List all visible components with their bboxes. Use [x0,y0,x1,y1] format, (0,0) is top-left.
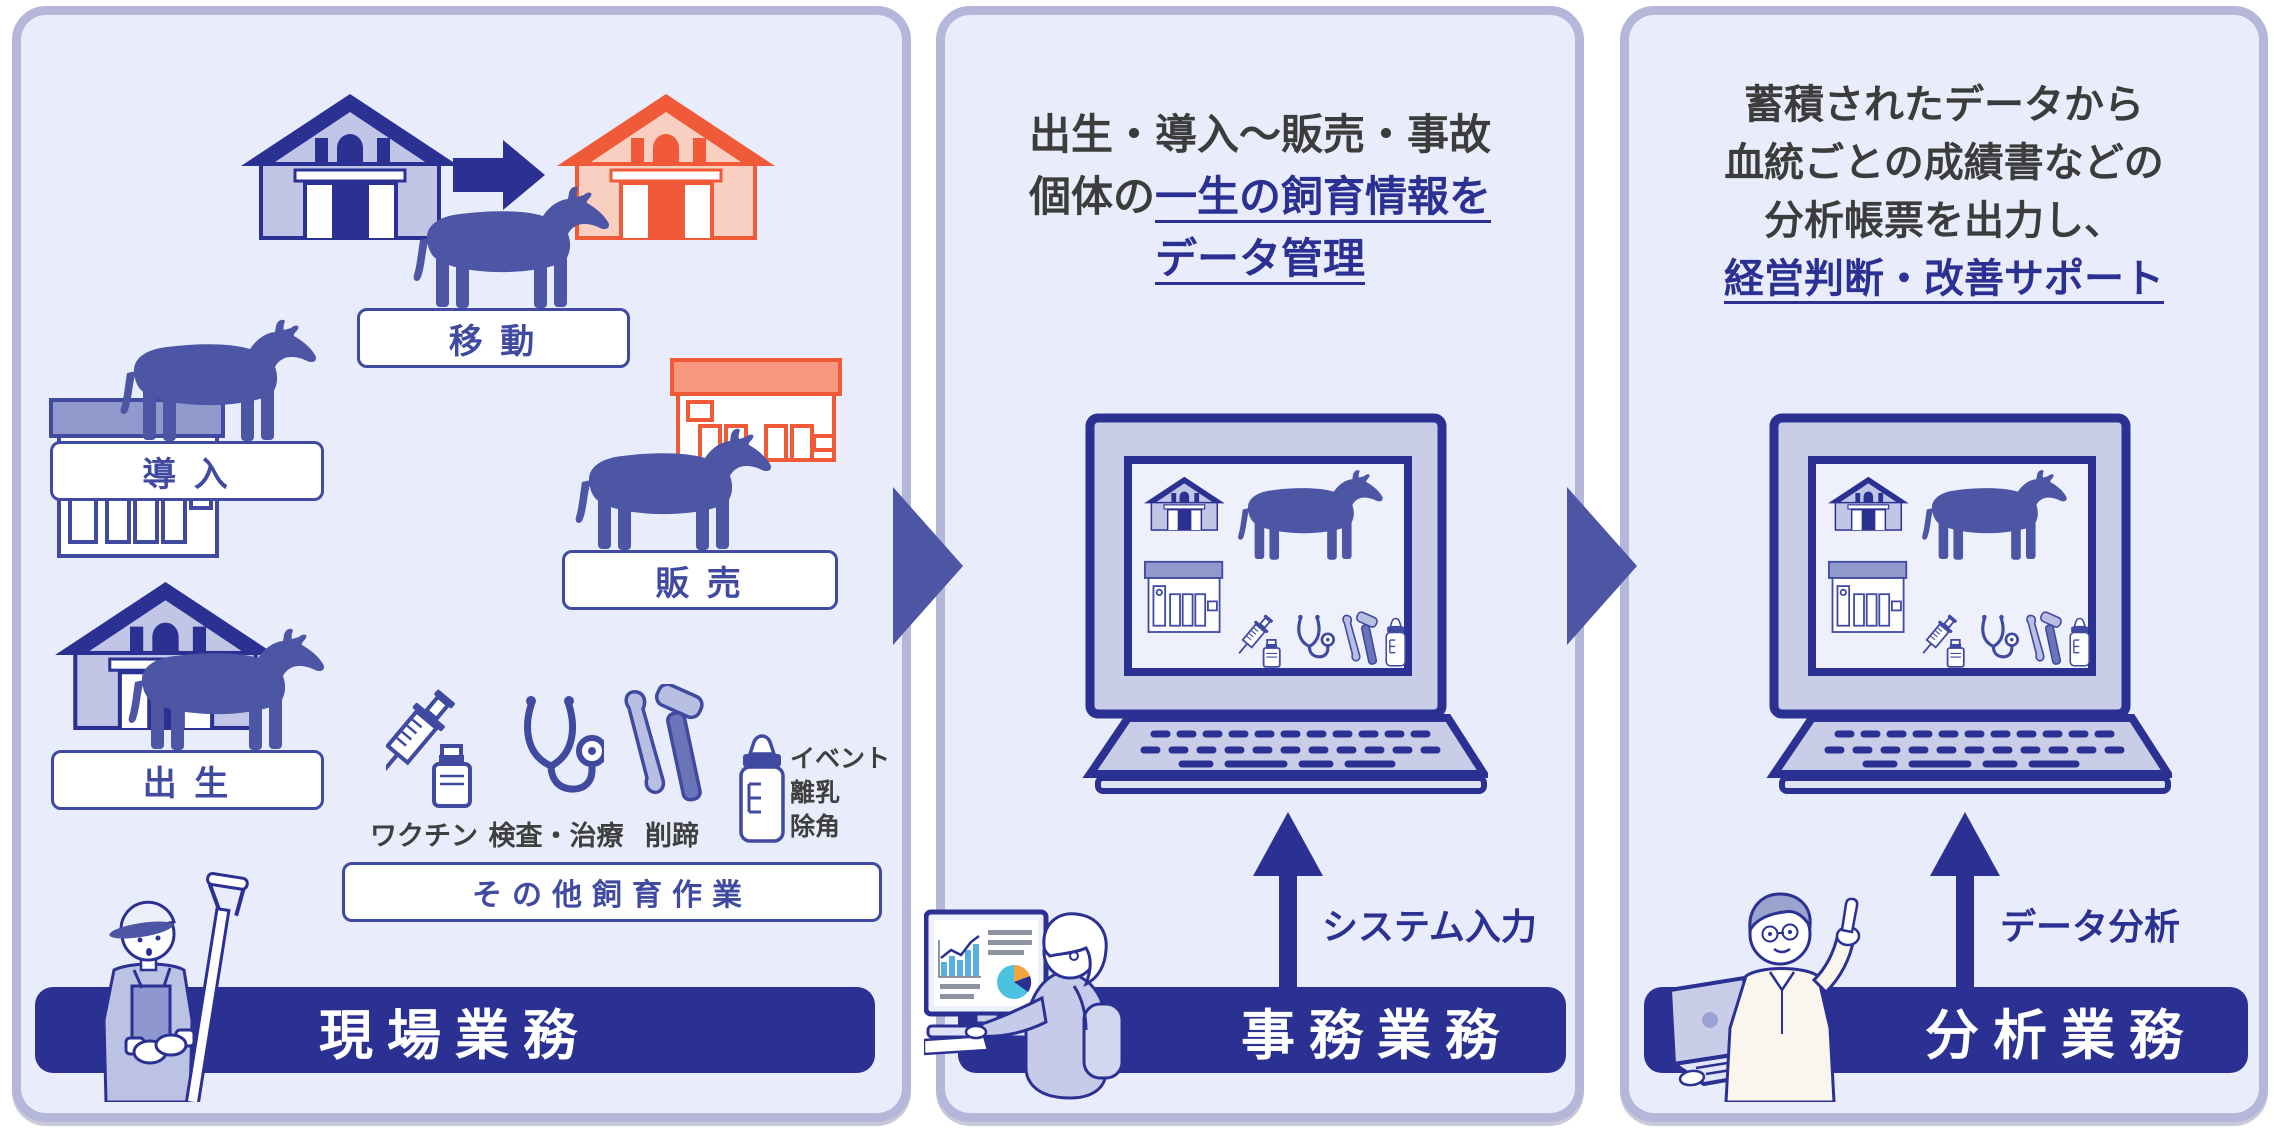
stethoscope-icon [508,694,604,806]
arrow-label-system-input: システム入力 [1322,906,1537,947]
office-line3: データ管理 [960,228,1560,290]
laptop-analysis-icon [1716,412,2172,804]
label-birth-text: 出 生 [142,764,233,803]
cow-intro-icon [120,319,317,441]
hoof-trimming-tools-icon [624,684,707,803]
office-line2-plain: 個体の [1028,173,1155,220]
analysis-description: 蓄積されたデータから 血統ごとの成績書などの 分析帳票を出力し、 経営判断・改善… [1644,76,2244,308]
vaccine-syringe-icon [386,684,472,808]
up-arrow-icon-analysis [1930,812,2000,990]
analysis-line4-link[interactable]: 経営判断・改善サポート [1724,257,2164,301]
arrow-label-data-analysis: データ分析 [2000,906,2181,947]
caption-dehorning: 除角 [790,813,841,841]
flow-arrow-right-icon-2 [1567,487,1637,645]
analysis-line4: 経営判断・改善サポート [1644,250,2244,308]
caption-exam-treatment: 検査・治療 [488,821,624,851]
office-description: 出生・導入〜販売・事故 個体の一生の飼育情報を データ管理 [960,104,1560,290]
label-other-work-text: その他飼育作業 [472,879,752,912]
label-other-work: その他飼育作業 [342,862,882,922]
banner-office-work-text: 事務業務 [1241,1005,1513,1066]
cow-move-icon [413,186,610,308]
label-intro: 導 入 [50,441,324,501]
label-move-text: 移 動 [448,322,539,361]
analysis-line2: 血統ごとの成績書などの [1724,141,2164,185]
office-line3-link[interactable]: データ管理 [1154,235,1365,282]
label-sale: 販 売 [562,550,838,610]
laptop-system-icon [1032,412,1488,804]
caption-hoof-trimming: 削蹄 [645,821,699,851]
label-birth: 出 生 [51,750,324,810]
cow-birth-icon [128,628,325,750]
caption-vaccine: ワクチン [370,821,478,851]
analysis-line1: 蓄積されたデータから [1744,83,2144,127]
caption-event-title: イベント [790,745,891,773]
office-line2-link[interactable]: 一生の飼育情報を [1155,173,1492,220]
up-arrow-icon-office [1253,812,1323,990]
analysis-line3: 分析帳票を出力し、 [1764,199,2124,243]
office-worker-illustration [924,909,1124,1100]
caption-weaning: 離乳 [790,779,841,807]
cow-sale-icon [575,428,772,550]
label-move: 移 動 [357,308,630,368]
banner-field-work-text: 現場業務 [319,1005,591,1066]
analyst-illustration [1667,892,1861,1102]
move-arrow-icon [453,140,545,210]
caption-events: イベント 離乳 除角 [790,742,900,844]
banner-analysis-work-text: 分析業務 [1925,1005,2197,1066]
farmer-illustration [102,872,249,1102]
label-intro-text: 導 入 [142,455,232,494]
baby-bottle-icon [739,734,785,843]
office-line1: 出生・導入〜販売・事故 [1028,111,1491,158]
flow-arrow-right-icon-1 [893,487,963,645]
office-line2: 個体の一生の飼育情報を [960,166,1560,228]
label-sale-text: 販 売 [655,564,745,603]
